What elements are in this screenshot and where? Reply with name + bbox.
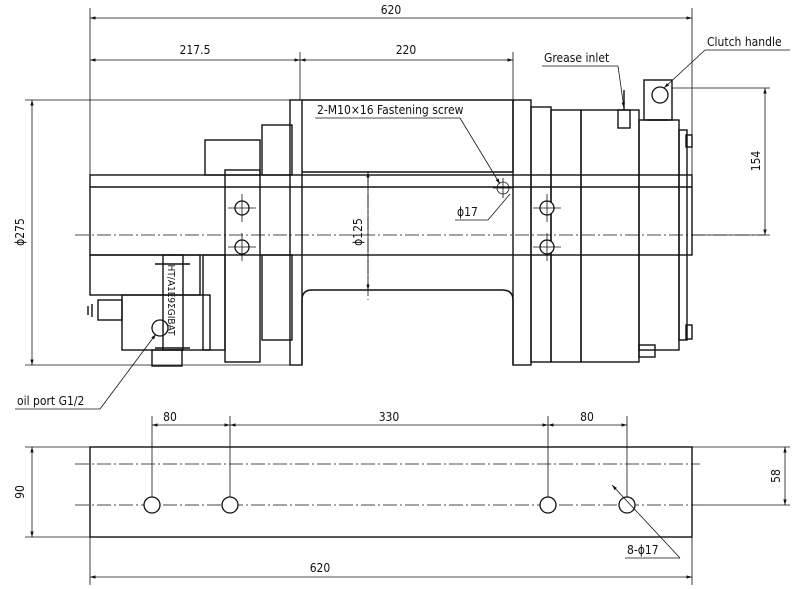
dimension-overall-top: 620 (90, 3, 692, 20)
dim-330: 330 (379, 410, 400, 424)
label-fastening-screw: 2-M10×16 Fastening screw (317, 103, 464, 117)
dim-220: 220 (396, 43, 417, 57)
dimension-drum-length: 220 (300, 43, 513, 62)
dim-620-top: 620 (381, 3, 402, 17)
callout-grease-inlet: Grease inlet (542, 51, 625, 109)
label-8-phi-17: 8-ϕ17 (627, 543, 659, 557)
dimension-base-pitch-mid: 330 (230, 410, 548, 427)
dim-217-5: 217.5 (180, 43, 211, 57)
dimension-base-pitch-right: 80 (548, 410, 627, 427)
dim-80-right: 80 (580, 410, 594, 424)
callout-base-holes: 8-ϕ17 (611, 484, 681, 559)
dimension-overall-bottom: 620 (90, 561, 692, 579)
callout-fastening-screw: 2-M10×16 Fastening screw (315, 103, 501, 185)
dimension-height-dia: ϕ275 (13, 100, 34, 365)
dim-phi-275: ϕ275 (13, 218, 27, 246)
dimension-base-width: 90 (13, 447, 34, 537)
dimension-drum-dia: ϕ125 (351, 172, 370, 290)
dimension-base-hole-offset: 58 (769, 447, 787, 505)
side-elevation-view (25, 8, 765, 367)
dimension-motor-side: 217.5 (90, 43, 300, 62)
dimension-clutch-height: 154 (672, 87, 770, 236)
dim-90: 90 (13, 485, 27, 499)
label-grease-inlet: Grease inlet (544, 51, 609, 65)
base-plate-view (25, 416, 790, 585)
dim-58: 58 (769, 469, 783, 483)
callout-oil-port: oil port G1/2 (15, 333, 157, 410)
dim-phi-125: ϕ125 (351, 218, 365, 246)
label-oil-port: oil port G1/2 (17, 394, 84, 408)
motor-nameplate-text: HT/A1E9ΣGIBAT (165, 265, 176, 336)
callout-hole-dia-top: ϕ17 (455, 193, 511, 221)
dimension-base-pitch-left: 80 (152, 410, 230, 427)
dim-620-bottom: 620 (310, 561, 331, 575)
dim-80-left: 80 (163, 410, 177, 424)
label-clutch-handle: Clutch handle (707, 35, 782, 49)
dim-154: 154 (749, 151, 763, 172)
label-phi-17-top: ϕ17 (457, 205, 478, 219)
callout-clutch-handle: Clutch handle (663, 35, 790, 89)
